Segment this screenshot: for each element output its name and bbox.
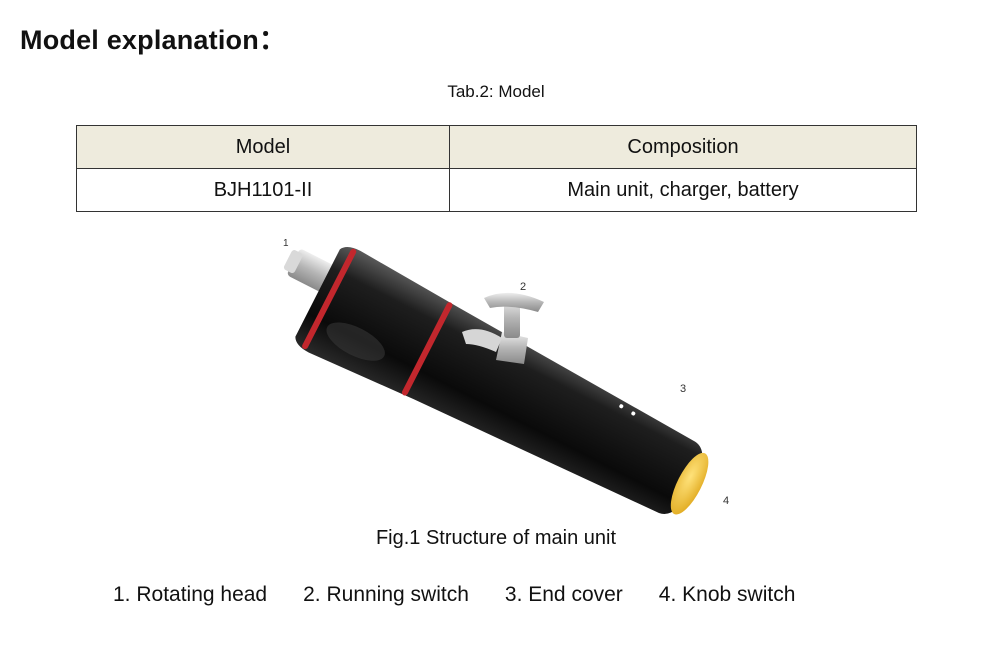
part-end-cover: 3. End cover <box>504 583 623 606</box>
column-header-composition: Composition <box>449 125 917 169</box>
part-knob-switch: 4. Knob switch <box>658 583 796 606</box>
red-ring-front <box>302 248 357 350</box>
callout-1: 1 <box>283 238 289 249</box>
callout-3: 3 <box>680 383 686 395</box>
section-title: Model explanation： <box>20 25 287 55</box>
running-switch <box>462 292 544 364</box>
table-caption: Tab.2: Model <box>447 82 545 101</box>
main-unit-illustration: 1 2 3 4 <box>240 232 760 522</box>
part-rotating-head: 1. Rotating head <box>113 583 268 606</box>
main-body <box>295 247 703 514</box>
callout-2: 2 <box>520 281 526 293</box>
callout-4: 4 <box>723 495 729 507</box>
table-header-row: Model Composition <box>76 125 917 169</box>
model-table: Model Composition BJH1101-II Main unit, … <box>76 125 917 212</box>
knob-switch <box>670 452 709 515</box>
column-header-model: Model <box>76 125 450 169</box>
figure-caption: Fig.1 Structure of main unit <box>375 527 617 549</box>
model-cell: BJH1101-II <box>76 168 450 212</box>
composition-cell: Main unit, charger, battery <box>449 168 917 212</box>
parts-legend: 1. Rotating head 2. Running switch 3. En… <box>113 583 795 607</box>
table-row: BJH1101-II Main unit, charger, battery <box>76 168 917 212</box>
red-ring-rear <box>401 302 453 396</box>
part-running-switch: 2. Running switch <box>303 583 469 606</box>
